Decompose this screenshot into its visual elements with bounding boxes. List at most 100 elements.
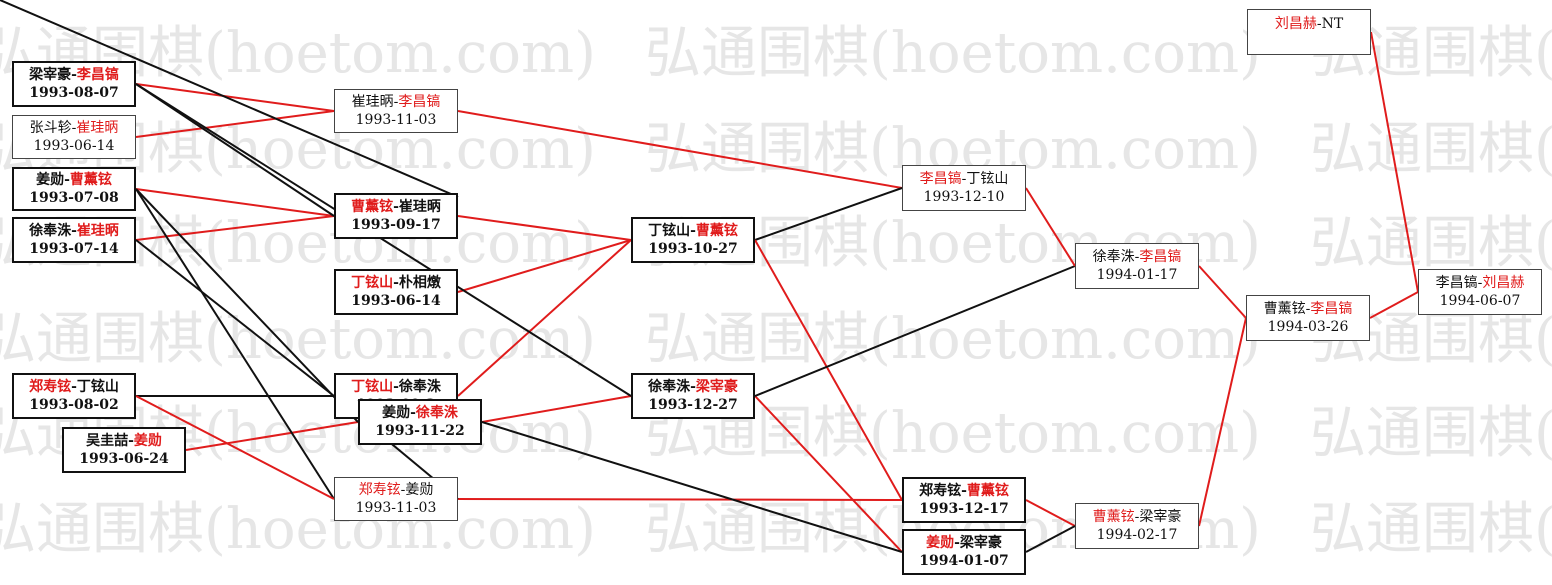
game-date: 1994-06-07 [1439,293,1521,309]
players-separator: - [1134,509,1140,525]
game-players: 吴圭喆-姜勋 [86,432,162,450]
connector-g16-g19 [1025,499,1076,527]
player-1-name: 姜勋 [36,172,65,188]
game-date: 1993-09-17 [351,217,441,233]
player-1-name: 丁铉山 [351,275,394,291]
player-2-name: 崔珪昞 [76,120,119,136]
players-separator: - [393,94,399,110]
game-date: 1993-11-22 [375,423,465,439]
game-players: 徐奉洙-梁宰豪 [648,378,738,396]
game-date: 1993-12-10 [923,189,1005,205]
game-date: 1993-08-02 [29,397,119,413]
connector-g10-g13 [457,239,632,397]
game-players: 张斗轸-崔珪昞 [30,119,119,137]
player-1-name: 郑寿铉 [919,483,962,499]
game-date: 1994-01-07 [919,553,1009,569]
game-date: 1993-10-27 [648,241,738,257]
connector-g9-g13 [457,239,632,293]
game-players: 李昌镐-刘昌赫 [1436,274,1525,292]
connector-g19-g20 [1198,317,1247,527]
connector-g8-g13 [457,215,632,241]
connector-g1-g14 [135,83,632,397]
players-separator: - [64,172,70,188]
game-players: 曹薰铉-崔珪昞 [351,198,441,216]
connector-g4-g10 [135,239,335,397]
player-1-name: 徐奉洙 [1092,249,1135,265]
connector-g18-g20 [1198,265,1247,319]
players-separator: - [1477,275,1483,291]
player-2-name: 曹薰铉 [966,483,1009,499]
game-players: 郑寿铉-姜勋 [359,481,434,499]
game-players: 曹薰铉-李昌镐 [1264,300,1353,318]
player-2-name: 丁铉山 [76,379,119,395]
players-separator: - [71,223,77,239]
player-1-name: 张斗轸 [29,120,72,136]
players-separator: - [71,67,77,83]
players-separator: - [690,379,696,395]
game-date: 1993-06-14 [33,138,115,154]
player-2-name: 李昌镐 [1310,301,1353,317]
connector-g3-g12 [135,188,335,500]
player-2-name: 李昌镐 [398,94,441,110]
players-separator: - [961,483,967,499]
players-separator: - [71,120,77,136]
players-separator: - [128,433,134,449]
connector-g14-g18 [754,265,1076,397]
players-separator: - [1134,249,1140,265]
connector-g11-g14 [481,395,632,423]
connector-g2-g7 [135,110,335,138]
player-1-name: 梁宰豪 [29,67,72,83]
game-players: 梁宰豪-李昌镐 [29,66,119,84]
game-players: 徐奉洙-李昌镐 [1093,248,1182,266]
game-date: 1994-03-26 [1267,319,1349,335]
connector-g3-g11 [135,188,359,423]
game-date: 1993-12-17 [919,501,1009,517]
player-2-name: 朴相燉 [398,275,441,291]
game-date: 1993-06-14 [351,293,441,309]
game-players: 姜勋-徐奉洙 [382,404,458,422]
game-box-g3[interactable]: 姜勋-曹薰铉 1993-07-08 [12,167,136,211]
game-players: 李昌镐-丁铉山 [920,170,1009,188]
game-box-g22[interactable]: 刘昌赫-NT [1247,9,1371,55]
player-1-name: 郑寿铉 [29,379,72,395]
player-1-name: 郑寿铉 [358,482,401,498]
player-2-name: 曹薰铉 [69,172,112,188]
game-players: 丁铉山-曹薰铉 [648,222,738,240]
game-players: 崔珪昞-李昌镐 [352,93,441,111]
player-2-name: 梁宰豪 [695,379,738,395]
connector-g13-g16 [754,239,903,501]
game-date: 1994-01-17 [1096,267,1178,283]
game-date: 1993-07-08 [29,190,119,206]
game-date: 1993-08-07 [29,85,119,101]
game-box-g16[interactable]: 郑寿铉-曹薰铉 1993-12-17 [902,477,1026,523]
connector-g1-g8 [135,83,335,217]
connector-g15-g18 [1025,187,1076,267]
player-2-name: 曹薰铉 [695,223,738,239]
player-2-name: 徐奉洙 [398,379,441,395]
game-players: 郑寿铉-丁铉山 [29,378,119,396]
player-1-name: 姜勋 [382,405,411,421]
game-date: 1993-06-24 [79,451,169,467]
player-1-name: 曹薰铉 [1263,301,1306,317]
player-2-name: 崔珪昞 [76,223,119,239]
game-players: 丁铉山-朴相燉 [351,274,441,292]
